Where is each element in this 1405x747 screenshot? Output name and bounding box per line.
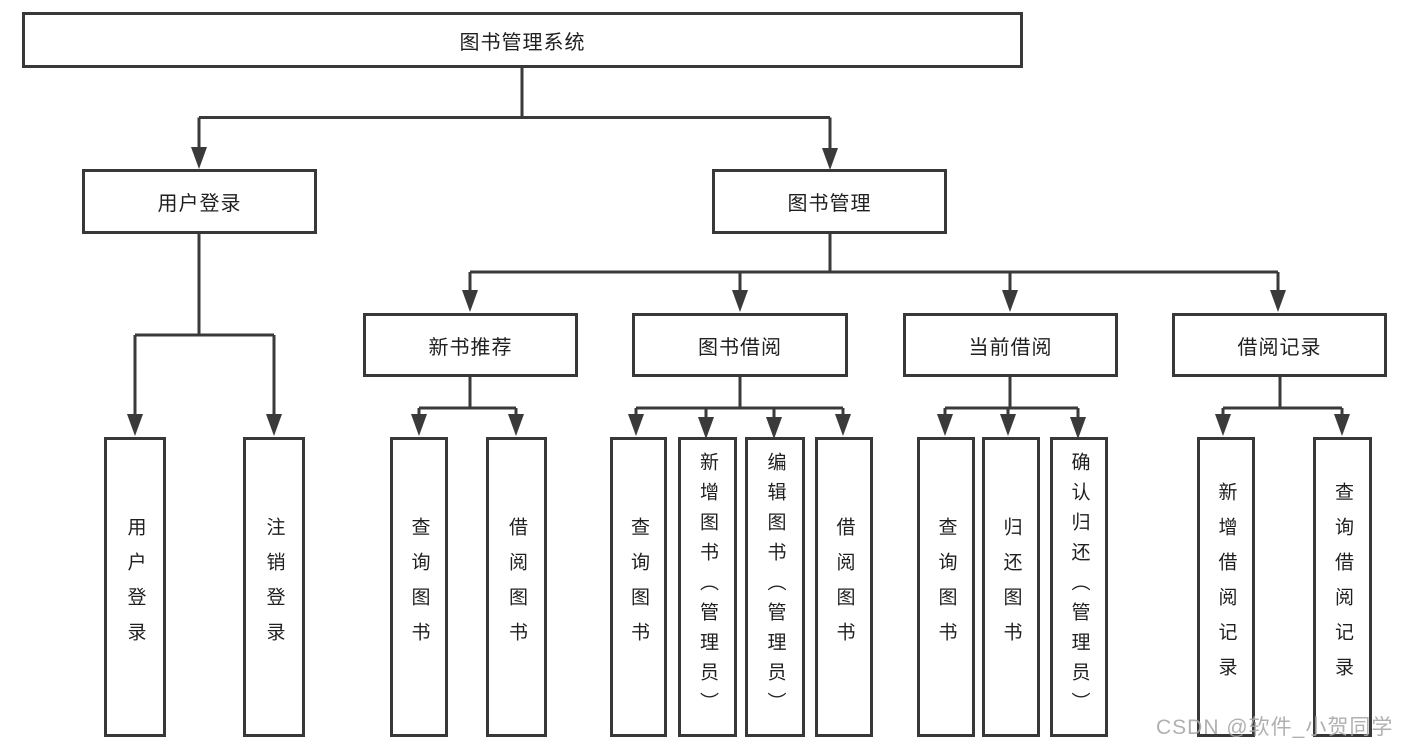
leaf-user-login-label: 用户登录 xyxy=(124,517,146,657)
leaf-add-book-admin: 新增图书（管理员） xyxy=(678,437,737,737)
leaf-return-book: 归还图书 xyxy=(982,437,1040,737)
arrow-down-icon xyxy=(462,290,478,312)
leaf-query-books-recommend-label: 查询图书 xyxy=(408,517,430,657)
leaf-borrow-books-recommend: 借阅图书 xyxy=(486,437,547,737)
leaf-borrow-books-recommend-label: 借阅图书 xyxy=(506,517,527,657)
arrow-down-icon xyxy=(1070,417,1086,439)
arrow-down-icon xyxy=(835,414,851,436)
node-current-borrow: 当前借阅 xyxy=(903,313,1118,377)
arrow-down-icon xyxy=(732,290,748,312)
leaf-query-books-borrow: 查询图书 xyxy=(610,437,667,737)
leaf-confirm-return-admin: 确认归还（管理员） xyxy=(1050,437,1108,737)
leaf-query-books-current-label: 查询图书 xyxy=(935,517,957,657)
csdn-watermark: CSDN @软件_小贺同学 xyxy=(1156,716,1394,739)
node-user-login-label: 用户登录 xyxy=(157,193,242,215)
node-user-login: 用户登录 xyxy=(82,169,317,234)
arrow-down-icon xyxy=(266,414,282,436)
leaf-logout-login: 注销登录 xyxy=(243,437,305,737)
arrow-down-icon xyxy=(1002,290,1018,312)
leaf-return-book-label: 归还图书 xyxy=(1000,517,1022,657)
node-new-book-recommend: 新书推荐 xyxy=(363,313,578,377)
leaf-user-login: 用户登录 xyxy=(104,437,166,737)
leaf-edit-book-admin-label: 编辑图书（管理员） xyxy=(764,452,786,722)
arrow-down-icon xyxy=(127,414,143,436)
leaf-add-borrow-record: 新增借阅记录 xyxy=(1197,437,1255,737)
node-borrow-records-label: 借阅记录 xyxy=(1237,336,1322,359)
arrow-down-icon xyxy=(1270,290,1286,312)
arrow-down-icon xyxy=(822,148,838,170)
node-book-borrow: 图书借阅 xyxy=(632,313,848,377)
arrow-down-icon xyxy=(1334,414,1350,436)
node-book-management: 图书管理 xyxy=(712,169,947,234)
node-new-book-recommend-label: 新书推荐 xyxy=(428,336,513,359)
leaf-query-books-recommend: 查询图书 xyxy=(390,437,448,737)
leaf-confirm-return-admin-label: 确认归还（管理员） xyxy=(1068,452,1090,722)
node-book-management-label: 图书管理 xyxy=(787,193,872,215)
leaf-query-borrow-record-label: 查询借阅记录 xyxy=(1332,482,1353,692)
arrow-down-icon xyxy=(1215,414,1231,436)
leaf-add-borrow-record-label: 新增借阅记录 xyxy=(1215,482,1237,692)
leaf-query-borrow-record: 查询借阅记录 xyxy=(1313,437,1372,737)
arrow-down-icon xyxy=(191,147,207,169)
leaf-logout-login-label: 注销登录 xyxy=(263,517,285,657)
arrow-down-icon xyxy=(766,417,782,439)
node-current-borrow-label: 当前借阅 xyxy=(968,336,1053,359)
leaf-query-books-current: 查询图书 xyxy=(917,437,975,737)
arrow-down-icon xyxy=(628,414,644,436)
leaf-borrow-books-borrow: 借阅图书 xyxy=(815,437,873,737)
node-borrow-records: 借阅记录 xyxy=(1172,313,1387,377)
leaf-borrow-books-borrow-label: 借阅图书 xyxy=(833,517,855,657)
leaf-add-book-admin-label: 新增图书（管理员） xyxy=(697,452,718,722)
arrow-down-icon xyxy=(508,414,524,436)
arrow-down-icon xyxy=(1000,414,1016,436)
arrowheads xyxy=(127,147,1350,439)
node-root: 图书管理系统 xyxy=(22,12,1023,68)
leaf-edit-book-admin: 编辑图书（管理员） xyxy=(745,437,805,737)
arrow-down-icon xyxy=(937,414,953,436)
arrow-down-icon xyxy=(698,417,714,439)
arrow-down-icon xyxy=(411,414,427,436)
node-book-borrow-label: 图书借阅 xyxy=(698,336,782,359)
leaf-query-books-borrow-label: 查询图书 xyxy=(628,517,649,657)
node-root-label: 图书管理系统 xyxy=(459,31,586,54)
